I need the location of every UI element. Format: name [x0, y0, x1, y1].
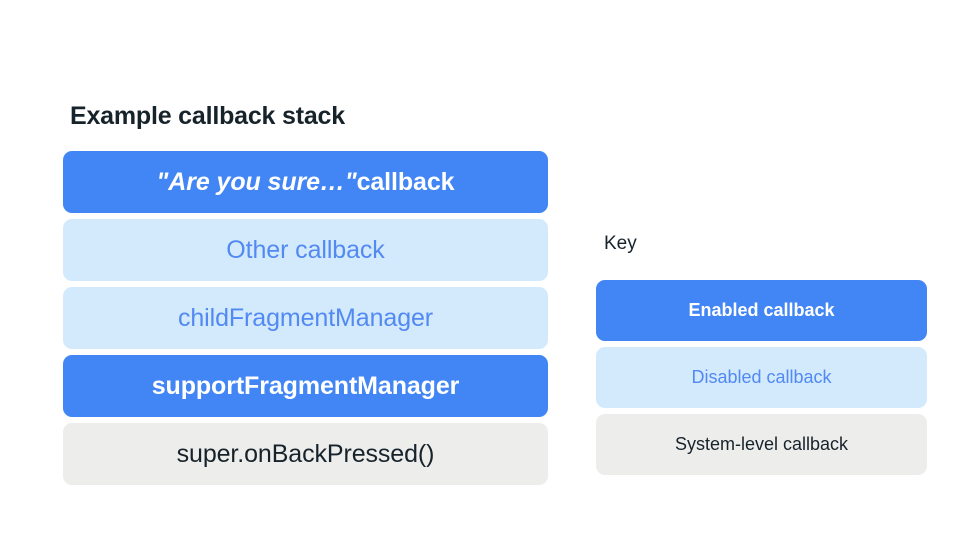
key-swatch-system-level-callback: System-level callback — [596, 414, 927, 475]
key-swatch-label: Disabled callback — [691, 367, 832, 387]
key-swatch-enabled-callback: Enabled callback — [596, 280, 927, 341]
stack-bar-other-callback: Other callback — [63, 219, 548, 281]
key-swatch-label: System-level callback — [674, 434, 849, 454]
key-swatch-label: Enabled callback — [688, 300, 835, 320]
stack-bar-label: supportFragmentManager — [151, 371, 460, 400]
stack-bar-are-you-sure-callback: "Are you sure…" callback — [63, 151, 548, 213]
stack-bar-label: Other callback — [226, 235, 385, 264]
stack-bar-label-plain: callback — [356, 167, 455, 196]
key-swatch-disabled-callback: Disabled callback — [596, 347, 927, 408]
stack-bar-support-fragment-manager: supportFragmentManager — [63, 355, 548, 417]
stack-bar-child-fragment-manager: childFragmentManager — [63, 287, 548, 349]
stack-bar-label-quoted: "Are you sure…" — [156, 167, 357, 196]
key-title: Key — [604, 233, 637, 254]
stack-bar-super-on-back-pressed: super.onBackPressed() — [63, 423, 548, 485]
page-title: Example callback stack — [70, 102, 345, 130]
stack-bar-label: super.onBackPressed() — [176, 439, 435, 468]
key-legend-group: Key Enabled callback Disabled callback S… — [596, 232, 927, 475]
stack-bar-label: childFragmentManager — [177, 303, 434, 332]
callback-stack-group: Example callback stack "Are you sure…" c… — [63, 100, 548, 485]
